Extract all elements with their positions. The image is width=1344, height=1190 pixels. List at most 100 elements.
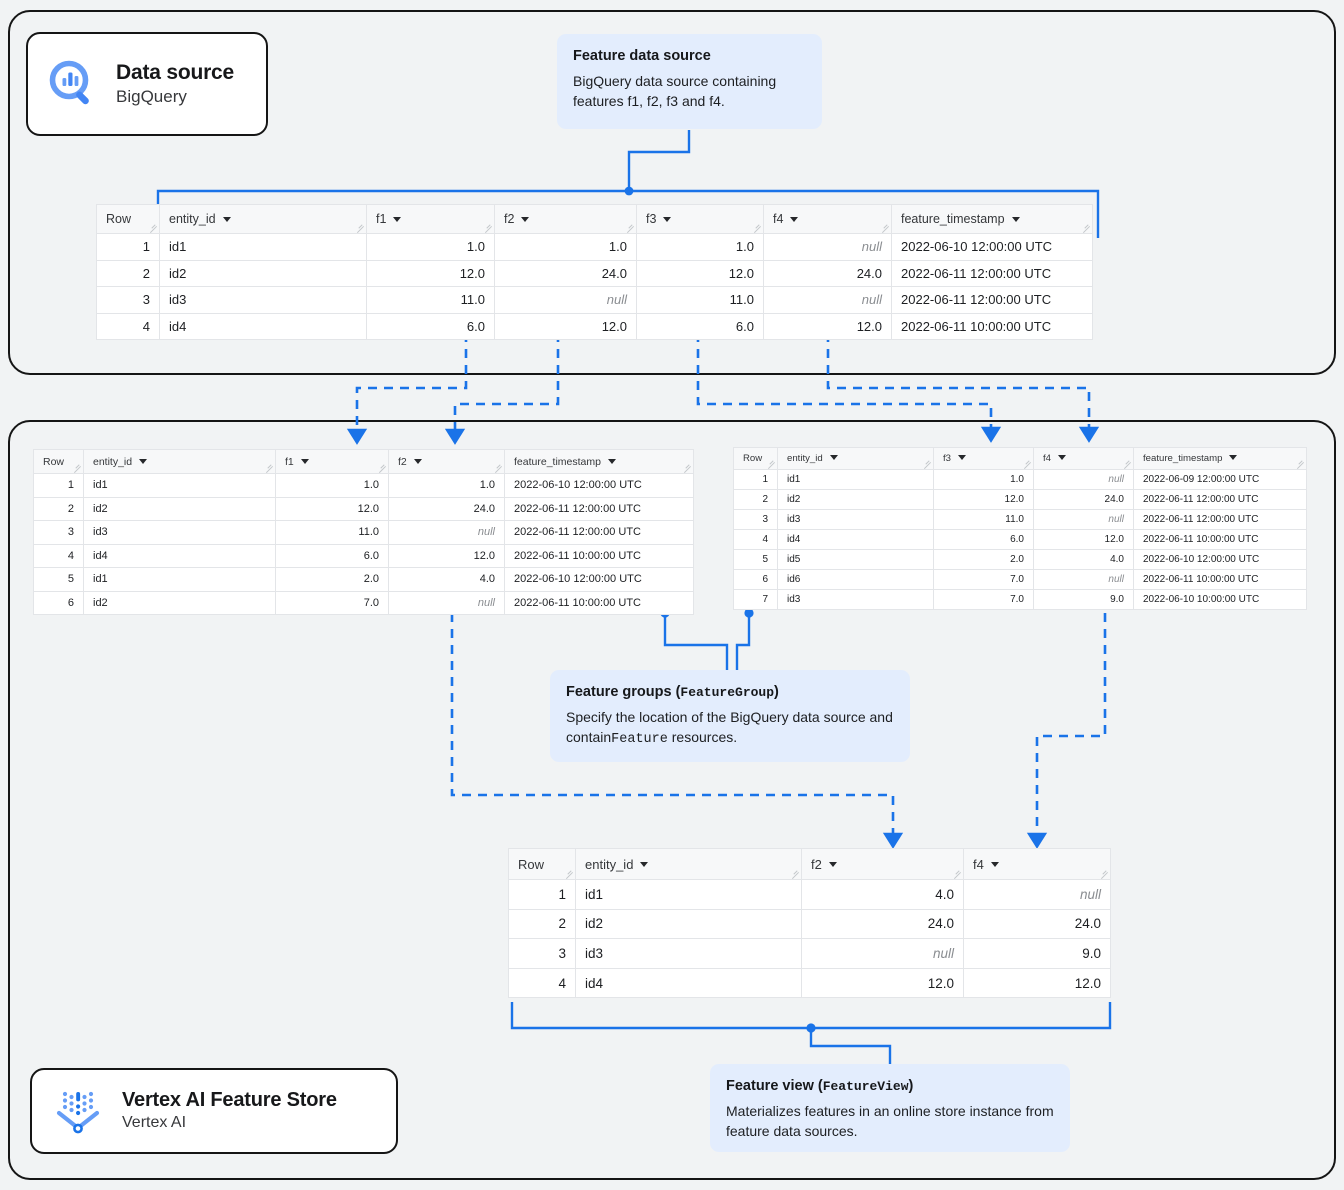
chevron-down-icon[interactable] bbox=[300, 458, 309, 464]
null-value: null bbox=[1079, 886, 1101, 902]
chevron-down-icon[interactable] bbox=[139, 458, 148, 464]
column-header-f4[interactable]: f4 bbox=[763, 204, 892, 234]
column-header-label: feature_timestamp bbox=[514, 455, 601, 468]
chevron-down-icon[interactable] bbox=[413, 458, 422, 464]
callout-feature-data-source: Feature data source BigQuery data source… bbox=[557, 34, 822, 129]
column-resize-handle[interactable] bbox=[625, 223, 634, 232]
cell-f3: 6.0 bbox=[933, 529, 1034, 550]
chevron-down-icon[interactable] bbox=[640, 862, 649, 868]
callout-feature-groups-body-part2: resources. bbox=[667, 729, 738, 746]
chevron-down-icon[interactable] bbox=[393, 216, 402, 222]
column-header-feature_timestamp[interactable]: feature_timestamp bbox=[504, 449, 694, 474]
column-resize-handle[interactable] bbox=[483, 223, 492, 232]
column-header-f1[interactable]: f1 bbox=[366, 204, 495, 234]
column-header-f3[interactable]: f3 bbox=[636, 204, 764, 234]
callout-feature-groups-body-code: Feature bbox=[611, 732, 668, 748]
chevron-down-icon[interactable] bbox=[521, 216, 530, 222]
column-header-Row[interactable]: Row bbox=[733, 447, 778, 470]
column-header-label: feature_timestamp bbox=[901, 212, 1005, 226]
column-resize-handle[interactable] bbox=[682, 463, 691, 472]
column-resize-handle[interactable] bbox=[148, 223, 157, 232]
cell-entity_id: id2 bbox=[575, 908, 802, 940]
cell-f3: 11.0 bbox=[636, 286, 764, 314]
column-resize-handle[interactable] bbox=[493, 463, 502, 472]
chevron-down-icon[interactable] bbox=[828, 862, 837, 868]
cell-f2: 1.0 bbox=[388, 473, 505, 498]
chevron-down-icon[interactable] bbox=[1011, 216, 1020, 222]
column-header-f2[interactable]: f2 bbox=[494, 204, 637, 234]
chevron-down-icon[interactable] bbox=[1058, 455, 1067, 461]
column-header-f3[interactable]: f3 bbox=[933, 447, 1034, 470]
cell-f2: null bbox=[494, 286, 637, 314]
column-resize-handle[interactable] bbox=[377, 463, 386, 472]
cell-row-number: 6 bbox=[33, 590, 84, 615]
cell-feature_timestamp: 2022-06-10 12:00:00 UTC bbox=[891, 233, 1093, 261]
column-header-feature_timestamp[interactable]: feature_timestamp bbox=[891, 204, 1093, 234]
chevron-down-icon[interactable] bbox=[790, 216, 799, 222]
column-header-entity_id[interactable]: entity_id bbox=[575, 848, 802, 880]
column-resize-handle[interactable] bbox=[1081, 223, 1090, 232]
cell-f4: 24.0 bbox=[963, 908, 1111, 940]
column-header-f4[interactable]: f4 bbox=[963, 848, 1111, 880]
chevron-down-icon[interactable] bbox=[990, 862, 999, 868]
column-header-Row[interactable]: Row bbox=[96, 204, 160, 234]
cell-f4: 12.0 bbox=[1033, 529, 1134, 550]
column-resize-handle[interactable] bbox=[790, 869, 799, 878]
column-header-Row[interactable]: Row bbox=[33, 449, 84, 474]
column-resize-handle[interactable] bbox=[355, 223, 364, 232]
cell-row-number: 1 bbox=[96, 233, 160, 261]
column-header-Row[interactable]: Row bbox=[508, 848, 576, 880]
cell-row-number: 2 bbox=[733, 489, 778, 510]
chevron-down-icon[interactable] bbox=[958, 455, 967, 461]
cell-f3: 12.0 bbox=[636, 259, 764, 287]
bigquery-icon bbox=[46, 57, 100, 111]
cell-f4: 24.0 bbox=[1033, 489, 1134, 510]
cell-entity_id: id4 bbox=[159, 312, 367, 340]
chevron-down-icon[interactable] bbox=[222, 216, 231, 222]
column-resize-handle[interactable] bbox=[564, 869, 573, 878]
cell-row-number: 2 bbox=[96, 259, 160, 287]
column-header-f1[interactable]: f1 bbox=[275, 449, 389, 474]
cell-feature_timestamp: 2022-06-11 12:00:00 UTC bbox=[504, 520, 694, 545]
column-resize-handle[interactable] bbox=[952, 869, 961, 878]
vertex-ai-icon bbox=[50, 1083, 106, 1139]
column-header-entity_id[interactable]: entity_id bbox=[83, 449, 276, 474]
chevron-down-icon[interactable] bbox=[607, 458, 616, 464]
cell-f1: 1.0 bbox=[275, 473, 389, 498]
cell-entity_id: id1 bbox=[83, 567, 276, 592]
chevron-down-icon[interactable] bbox=[663, 216, 672, 222]
cell-entity_id: id1 bbox=[777, 469, 934, 490]
null-value: null bbox=[477, 596, 495, 609]
column-header-f4[interactable]: f4 bbox=[1033, 447, 1134, 470]
column-resize-handle[interactable] bbox=[1295, 459, 1304, 468]
column-header-label: f3 bbox=[646, 212, 657, 226]
column-header-f2[interactable]: f2 bbox=[388, 449, 505, 474]
column-header-f2[interactable]: f2 bbox=[801, 848, 964, 880]
column-resize-handle[interactable] bbox=[1022, 459, 1031, 468]
cell-row-number: 3 bbox=[508, 938, 576, 969]
cell-entity_id: id6 bbox=[777, 569, 934, 590]
column-resize-handle[interactable] bbox=[1122, 459, 1131, 468]
column-resize-handle[interactable] bbox=[766, 459, 775, 468]
column-header-feature_timestamp[interactable]: feature_timestamp bbox=[1133, 447, 1307, 470]
cell-f1: 11.0 bbox=[275, 520, 389, 545]
cell-feature_timestamp: 2022-06-11 12:00:00 UTC bbox=[891, 259, 1093, 287]
chevron-down-icon[interactable] bbox=[1229, 455, 1238, 461]
column-resize-handle[interactable] bbox=[752, 223, 761, 232]
column-header-entity_id[interactable]: entity_id bbox=[159, 204, 367, 234]
column-resize-handle[interactable] bbox=[922, 459, 931, 468]
column-resize-handle[interactable] bbox=[1099, 869, 1108, 878]
column-resize-handle[interactable] bbox=[264, 463, 273, 472]
column-resize-handle[interactable] bbox=[880, 223, 889, 232]
cell-row-number: 4 bbox=[733, 529, 778, 550]
column-resize-handle[interactable] bbox=[72, 463, 81, 472]
cell-f4: null bbox=[763, 233, 892, 261]
cell-feature_timestamp: 2022-06-11 10:00:00 UTC bbox=[1133, 569, 1307, 590]
chevron-down-icon[interactable] bbox=[829, 455, 838, 461]
column-header-entity_id[interactable]: entity_id bbox=[777, 447, 934, 470]
